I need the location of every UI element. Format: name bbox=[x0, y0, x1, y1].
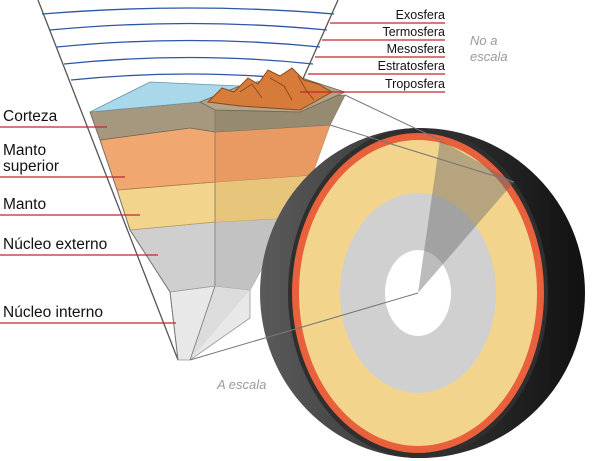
label-thermosphere: Termosfera bbox=[382, 25, 445, 39]
label-mesosphere: Mesosfera bbox=[387, 42, 445, 56]
stratosphere-line bbox=[63, 56, 314, 65]
label-exosphere: Exosfera bbox=[396, 8, 445, 22]
mountains bbox=[206, 67, 334, 111]
label-upper-mantle-line2: superior bbox=[3, 158, 59, 175]
mesosphere-line bbox=[56, 39, 321, 48]
earth-sphere-cutaway bbox=[260, 128, 585, 458]
scale-notes: No a escala A escala bbox=[216, 33, 508, 392]
label-stratosphere: Estratosfera bbox=[378, 59, 445, 73]
label-mantle: Manto bbox=[3, 196, 46, 213]
thermosphere-line bbox=[49, 22, 328, 31]
not-to-scale-line2: escala bbox=[470, 49, 508, 64]
sphere-wedge-highlight bbox=[418, 140, 514, 293]
not-to-scale-line1: No a bbox=[470, 33, 497, 48]
to-scale-note: A escala bbox=[216, 377, 266, 392]
label-crust: Corteza bbox=[3, 108, 58, 125]
layer-labels: Corteza Manto superior Manto Núcleo exte… bbox=[0, 108, 176, 324]
upper-mantle-side bbox=[215, 125, 330, 182]
label-outer-core: Núcleo externo bbox=[3, 236, 107, 253]
exosphere-line bbox=[41, 7, 335, 15]
label-inner-core: Núcleo interno bbox=[3, 304, 103, 321]
inner-core-side bbox=[190, 286, 250, 360]
label-upper-mantle-line1: Manto bbox=[3, 142, 46, 159]
label-troposphere: Troposfera bbox=[385, 77, 445, 91]
atmosphere-labels: Exosfera Termosfera Mesosfera Estratosfe… bbox=[300, 8, 445, 93]
connector-lines bbox=[189, 94, 515, 361]
